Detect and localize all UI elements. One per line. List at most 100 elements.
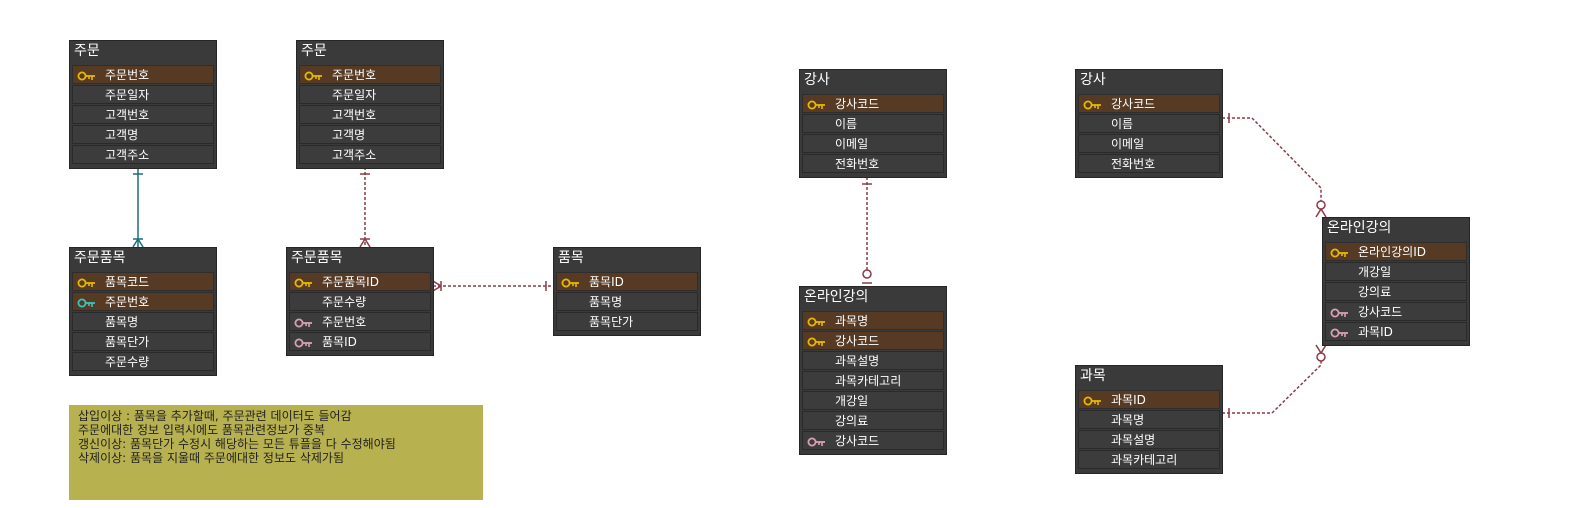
entity-column[interactable]: 강의료 (802, 411, 944, 430)
entity-column[interactable]: 개강일 (802, 391, 944, 410)
column-name: 품목단가 (589, 315, 634, 329)
relationship-item-orderitem2[interactable] (432, 280, 553, 292)
entity-column[interactable]: 고객명 (299, 125, 441, 144)
entity-column[interactable]: 품목ID (556, 272, 698, 291)
entity-column[interactable]: 주문수량 (289, 292, 431, 311)
entity-column[interactable]: 온라인강의ID (1325, 242, 1467, 261)
entity-title: 주문 (74, 43, 100, 59)
relationship-subject-online2[interactable] (1222, 344, 1327, 418)
column-name: 주문번호 (322, 315, 367, 329)
column-name: 이메일 (1111, 137, 1145, 151)
entity-column[interactable]: 주문일자 (72, 85, 214, 104)
entity-column[interactable]: 품목단가 (556, 312, 698, 331)
anomaly-note[interactable]: 삽입이상 : 품목을 추가할때, 주문관련 데이터도 들어감 주문에대한 정보 … (69, 405, 483, 500)
entity-column[interactable]: 강사코드 (802, 331, 944, 350)
column-name: 개강일 (1358, 265, 1392, 279)
entity-column[interactable]: 고객주소 (72, 145, 214, 164)
column-name: 주문품목ID (322, 275, 379, 289)
entity-column[interactable]: 과목카테고리 (802, 371, 944, 390)
entity-column[interactable]: 강사코드 (1325, 302, 1467, 321)
entity-column[interactable]: 품목명 (556, 292, 698, 311)
column-name: 과목ID (1111, 393, 1146, 407)
entity-column[interactable]: 주문품목ID (289, 272, 431, 291)
entity-column[interactable]: 과목설명 (802, 351, 944, 370)
entity-column[interactable]: 전화번호 (802, 154, 944, 173)
relationship-order1-orderitem1[interactable] (132, 167, 144, 248)
entity-column[interactable]: 주문번호 (289, 312, 431, 331)
entity-column[interactable]: 강사코드 (802, 94, 944, 113)
entity-column[interactable]: 이메일 (802, 134, 944, 153)
column-name: 이름 (835, 117, 858, 131)
entity-column[interactable]: 주문번호 (72, 292, 214, 311)
entity-column[interactable]: 고객주소 (299, 145, 441, 164)
entity-column[interactable]: 과목명 (1078, 410, 1220, 429)
entity-column[interactable]: 품목명 (72, 312, 214, 331)
column-name: 고객번호 (105, 108, 150, 122)
entity-column[interactable]: 품목단가 (72, 332, 214, 351)
entity-column[interactable]: 이메일 (1078, 134, 1220, 153)
entity-column[interactable]: 주문일자 (299, 85, 441, 104)
note-line: 갱신이상: 품목단가 수정시 해당하는 모든 튜플을 다 수정해야됨 (78, 437, 396, 451)
entity-column[interactable]: 과목카테고리 (1078, 450, 1220, 469)
entity-title: 온라인강의 (804, 289, 869, 305)
column-name: 주문일자 (105, 88, 150, 102)
column-name: 과목카테고리 (1111, 453, 1178, 467)
primary-key-icon (77, 296, 97, 308)
entity-column[interactable]: 과목ID (1078, 390, 1220, 409)
entity-column[interactable]: 고객번호 (299, 105, 441, 124)
entity-title: 강사 (1080, 72, 1106, 88)
entity-column[interactable]: 개강일 (1325, 262, 1467, 281)
primary-key-icon (77, 276, 97, 288)
column-name: 품목명 (589, 295, 623, 309)
entity-column[interactable]: 전화번호 (1078, 154, 1220, 173)
column-name: 고객주소 (332, 148, 377, 162)
column-name: 강의료 (835, 414, 869, 428)
primary-key-icon (1083, 394, 1103, 406)
column-name: 과목설명 (1111, 433, 1156, 447)
entity-column[interactable]: 고객명 (72, 125, 214, 144)
entity-column[interactable]: 주문수량 (72, 352, 214, 371)
entity-column[interactable]: 품목코드 (72, 272, 214, 291)
column-name: 강사코드 (835, 97, 880, 111)
entity-column[interactable]: 강의료 (1325, 282, 1467, 301)
column-name: 주문번호 (332, 68, 377, 82)
column-name: 전화번호 (1111, 157, 1156, 171)
relationship-instructor2-online2[interactable] (1222, 113, 1327, 218)
entity-column[interactable]: 주문번호 (72, 65, 214, 84)
entity-column[interactable]: 과목ID (1325, 322, 1467, 341)
relationship-order2-orderitem2[interactable] (359, 167, 371, 248)
relationship-instructor1-online1[interactable] (862, 177, 872, 284)
entity-column[interactable]: 강사코드 (1078, 94, 1220, 113)
column-name: 강사코드 (835, 434, 880, 448)
entity-column[interactable]: 강사코드 (802, 431, 944, 450)
entity-column[interactable]: 이름 (802, 114, 944, 133)
entity-column[interactable]: 과목명 (802, 311, 944, 330)
entity-column[interactable]: 주문번호 (299, 65, 441, 84)
entity-column[interactable]: 과목설명 (1078, 430, 1220, 449)
column-name: 고객명 (332, 128, 366, 142)
column-name: 온라인강의ID (1358, 245, 1426, 259)
entity-title: 강사 (804, 72, 830, 88)
column-name: 주문일자 (332, 88, 377, 102)
entity-title: 과목 (1080, 368, 1106, 384)
column-name: 품목ID (589, 275, 624, 289)
column-name: 이메일 (835, 137, 869, 151)
entity-column[interactable]: 이름 (1078, 114, 1220, 133)
entity-column[interactable]: 품목ID (289, 332, 431, 351)
column-name: 품목단가 (105, 335, 150, 349)
primary-key-icon (807, 335, 827, 347)
entity-column[interactable]: 고객번호 (72, 105, 214, 124)
